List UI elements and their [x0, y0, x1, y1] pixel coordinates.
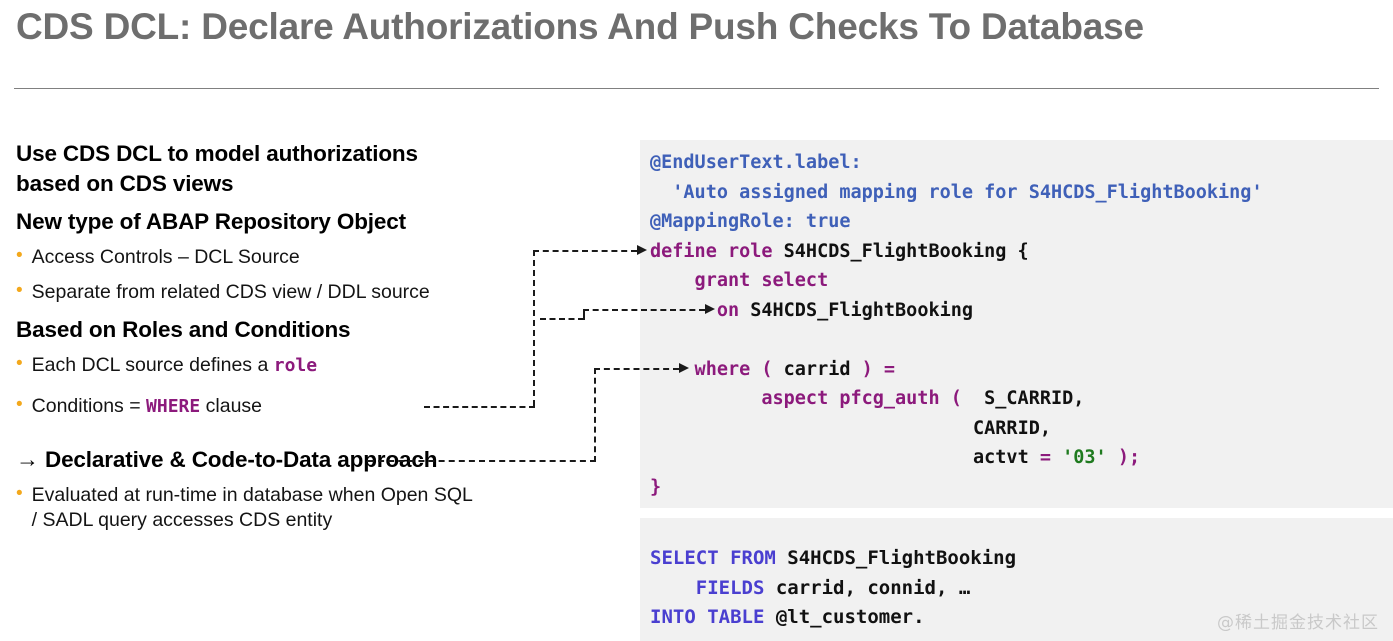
- code-token: where (: [650, 358, 784, 380]
- code-token: CARRID,: [973, 417, 1051, 439]
- connector-where-top-horizontal: [594, 368, 679, 370]
- code-token: [650, 418, 973, 439]
- code-token: @lt_customer.: [775, 606, 925, 628]
- bullet-conditions-where-clause: Conditions = WHERE clause: [32, 394, 636, 419]
- page-title: CDS DCL: Declare Authorizations And Push…: [16, 6, 1144, 47]
- code-token: FIELDS: [650, 576, 776, 599]
- bullet-dot-icon: •: [16, 394, 23, 416]
- code-token: );: [1106, 447, 1141, 468]
- code-token: grant select: [650, 270, 829, 291]
- code-panel-open-sql: SELECT FROM S4HCDS_FlightBooking FIELDS …: [640, 518, 1393, 641]
- code-line: CARRID,: [650, 414, 1393, 444]
- connector-on-upper-horizontal: [583, 309, 705, 311]
- code-line: on S4HCDS_FlightBooking: [650, 296, 1393, 326]
- code-token: ) =: [850, 358, 896, 380]
- code-token: on: [650, 299, 751, 321]
- code-token: @EndUserText.label:: [650, 152, 862, 173]
- connector-ddl-top-horizontal: [533, 250, 637, 252]
- bullet-dot-icon: •: [16, 245, 23, 267]
- code-token: carrid, connid, …: [775, 576, 971, 599]
- bullet-dot-icon: •: [16, 353, 23, 375]
- connector-arrowhead-on-clause: [705, 304, 715, 314]
- code-token: }: [650, 476, 662, 498]
- list-item: • Separate from related CDS view / DDL s…: [16, 280, 636, 305]
- code-token: 'Auto assigned mapping role for S4HCDS_F…: [650, 181, 1263, 203]
- code-line: aspect pfcg_auth ( S_CARRID,: [650, 384, 1393, 414]
- code-line: define role S4HCDS_FlightBooking {: [650, 237, 1393, 267]
- code-line: @MappingRole: true: [650, 207, 1393, 237]
- bullet-each-dcl-source-defines-role: Each DCL source defines a role: [32, 353, 636, 378]
- bullet-line-2: / SADL query accesses CDS entity: [31, 509, 333, 532]
- code-token: '03': [1062, 447, 1107, 468]
- code-token: actvt: [973, 447, 1040, 468]
- code-token: [650, 447, 973, 468]
- right-arrow-icon: →: [16, 445, 39, 472]
- title-divider: [14, 88, 1379, 89]
- code-line: where ( carrid ) =: [650, 355, 1393, 385]
- bullet-dot-icon: •: [16, 280, 23, 302]
- bullet-dot-icon: •: [16, 483, 23, 505]
- code-token: define role: [650, 240, 784, 262]
- code-line: [650, 325, 1393, 355]
- code-token: =: [1039, 447, 1063, 468]
- code-token: S4HCDS_FlightBooking: [750, 299, 974, 321]
- keyword-where: WHERE: [146, 396, 201, 418]
- list-item: • Each DCL source defines a role: [16, 353, 636, 378]
- heading-declarative-label: Declarative & Code-to-Data approach: [44, 446, 438, 472]
- bullet-text-suffix: clause: [200, 395, 263, 418]
- code-line: }: [650, 473, 1393, 503]
- list-item: • Conditions = WHERE clause: [16, 394, 636, 419]
- bullet-access-controls: Access Controls – DCL Source: [31, 246, 300, 269]
- code-token: INTO TABLE: [650, 606, 776, 628]
- connector-ddl-vertical: [533, 250, 535, 406]
- bullet-text-prefix: Conditions =: [31, 395, 147, 418]
- code-line: INTO TABLE @lt_customer.: [650, 603, 1393, 633]
- code-token: S4HCDS_FlightBooking: [787, 547, 1017, 569]
- code-line: FIELDS carrid, connid, …: [650, 574, 1393, 604]
- connector-arrowhead-define-role: [637, 245, 647, 255]
- bullet-text-prefix: Each DCL source defines a: [31, 354, 274, 377]
- list-item: • Access Controls – DCL Source: [16, 245, 636, 270]
- code-line: grant select: [650, 266, 1393, 296]
- heading-use-cds-dcl-line2: based on CDS views: [16, 171, 234, 197]
- bullet-evaluated-at-runtime: Evaluated at run-time in database when O…: [32, 483, 636, 534]
- code-token: aspect pfcg_auth (: [650, 388, 985, 409]
- connector-where-bottom-horizontal: [368, 460, 596, 462]
- connector-role-horizontal: [424, 406, 535, 408]
- watermark: @稀土掘金技术社区: [1217, 613, 1379, 633]
- code-line: 'Auto assigned mapping role for S4HCDS_F…: [650, 178, 1393, 208]
- code-token: SELECT FROM: [650, 547, 788, 569]
- heading-new-type-abap-repo-object: New type of ABAP Repository Object: [16, 208, 406, 234]
- heading-based-on-roles-and-conditions: Based on Roles and Conditions: [16, 316, 351, 342]
- code-line: actvt = '03' );: [650, 443, 1393, 473]
- list-item: • Evaluated at run-time in database when…: [16, 483, 636, 534]
- connector-arrowhead-where-clause: [679, 363, 689, 373]
- code-token: @MappingRole: true: [650, 211, 851, 232]
- code-token: carrid: [783, 358, 851, 380]
- heading-use-cds-dcl-line1: Use CDS DCL to model authorizations: [16, 141, 418, 166]
- code-line: @EndUserText.label:: [650, 148, 1393, 178]
- keyword-role: role: [273, 355, 318, 377]
- connector-where-vertical: [594, 368, 596, 462]
- code-token: S_CARRID,: [984, 388, 1085, 409]
- left-content-column: Use CDS DCL to model authorizations base…: [16, 140, 636, 537]
- code-token: S4HCDS_FlightBooking {: [783, 240, 1029, 262]
- connector-on-step-vertical: [583, 309, 585, 320]
- connector-on-lower-horizontal: [540, 318, 584, 320]
- heading-declarative-code-to-data: → Declarative & Code-to-Data approach: [16, 445, 636, 474]
- bullet-line-1: Evaluated at run-time in database when O…: [31, 484, 473, 507]
- bullet-separate-from-cds-view: Separate from related CDS view / DDL sou…: [31, 281, 430, 304]
- code-line: SELECT FROM S4HCDS_FlightBooking: [650, 544, 1393, 574]
- code-panel-dcl-source: @EndUserText.label: 'Auto assigned mappi…: [640, 140, 1393, 508]
